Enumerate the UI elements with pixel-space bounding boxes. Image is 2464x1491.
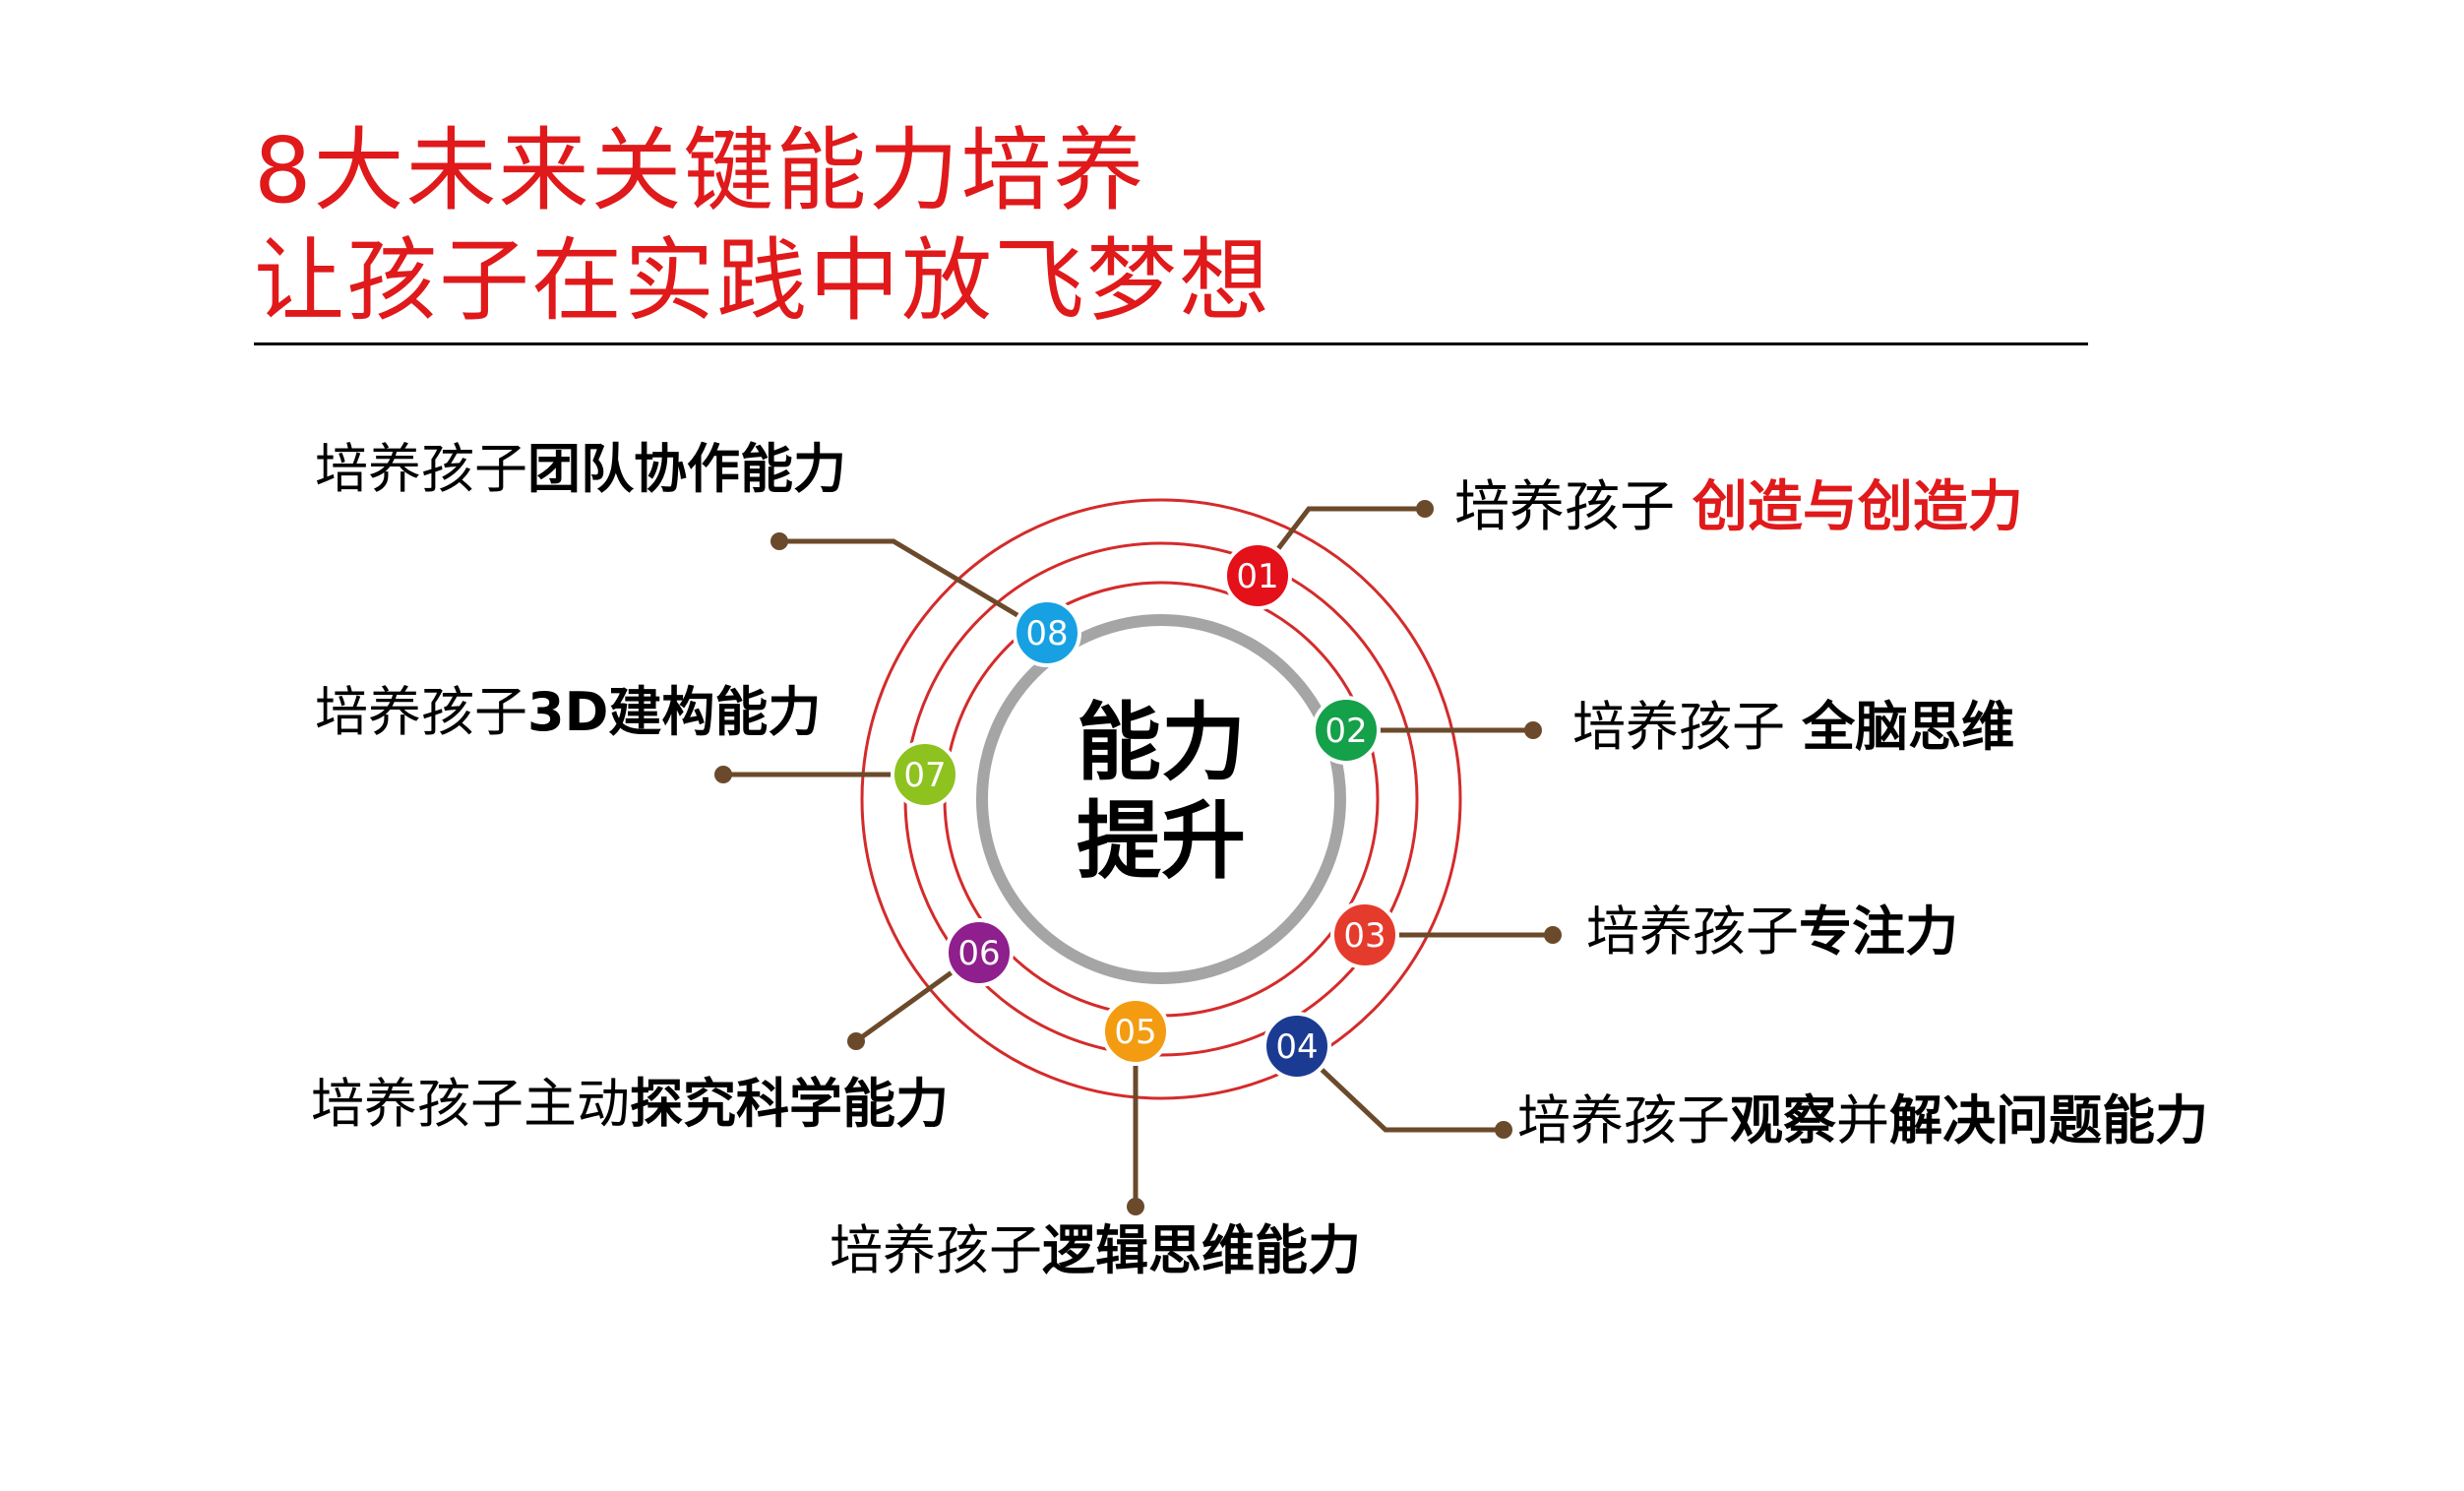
ability-caption-07: 培养孩子3D建构能力 (315, 686, 821, 739)
connector-end-dot-04 (1495, 1121, 1512, 1139)
connector-end-dot-01 (1416, 500, 1434, 518)
ability-caption-06: 培养孩子主动探究科学能力 (311, 1078, 949, 1131)
caption-keyword: 全脑思维 (1802, 696, 2015, 758)
node-03 (1330, 901, 1399, 969)
center-label-line-2: 提升 (1077, 792, 1246, 891)
caption-keyword: 3D建构能力 (527, 681, 822, 743)
caption-keyword: 观察 (1730, 1089, 1836, 1151)
connector-end-dot-07 (714, 766, 732, 783)
outer-ring-1 (860, 498, 1462, 1100)
node-number-07: 07 (903, 756, 946, 795)
center-ring (976, 614, 1346, 984)
connector-04 (1295, 1044, 1504, 1133)
node-number-01: 01 (1236, 557, 1278, 596)
caption-keyword: 逻辑思维能力 (1042, 1219, 1361, 1281)
caption-prefix: 培养孩子 (315, 681, 527, 743)
caption-prefix: 培养孩子 (830, 1219, 1042, 1281)
caption-keyword: 团队协作能力 (527, 438, 846, 500)
ability-caption-02: 培养孩子 全脑思维 (1572, 701, 2014, 754)
title-divider (254, 342, 2088, 345)
title-line-2: 让孩子在实践中放飞梦想 (254, 228, 1272, 334)
ability-caption-05: 培养孩子逻辑思维能力 (830, 1224, 1361, 1277)
caption-keyword: 专注力 (1799, 901, 1958, 963)
node-number-03: 03 (1343, 916, 1386, 956)
caption-prefix: 培养孩子 (1517, 1089, 1730, 1151)
node-number-05: 05 (1114, 1013, 1156, 1052)
ability-caption-03: 培养孩子专注力 (1586, 905, 1958, 959)
ability-nodes: 01 02 03 04 05 06 07 08 (891, 541, 1399, 1081)
node-07 (891, 740, 959, 809)
node-number-06: 06 (957, 934, 1000, 973)
caption-prefix: 培养孩子 (1572, 696, 1803, 758)
node-04 (1263, 1012, 1331, 1081)
ability-caption-01: 培养孩子 创造与创造力 (1454, 480, 2023, 535)
connector-end-dot-05 (1127, 1198, 1144, 1215)
ability-caption-08: 培养孩子团队协作能力 (315, 443, 846, 496)
caption-keyword: 探究科学能力 (630, 1073, 949, 1135)
node-number-02: 02 (1324, 712, 1367, 751)
caption-prefix: 培养孩子 (1454, 475, 1693, 539)
connector-08 (779, 538, 1049, 636)
caption-keyword-2: 解决问题能力 (1889, 1089, 2208, 1151)
node-number-08: 08 (1025, 614, 1068, 653)
caption-prefix: 培养孩子 (1586, 901, 1799, 963)
ability-caption-04: 培养孩子观察并解决问题能力 (1517, 1094, 2208, 1148)
node-06 (945, 918, 1014, 987)
connector-end-dot-06 (847, 1032, 865, 1050)
connector-end-dot-03 (1544, 926, 1562, 944)
node-05 (1101, 997, 1170, 1066)
caption-prefix: 培养孩子 (315, 438, 527, 500)
connector-end-dot-08 (770, 532, 788, 550)
caption-connector-word: 并 (1836, 1089, 1889, 1151)
node-01 (1223, 541, 1292, 610)
caption-prefix: 培养孩子主动 (311, 1073, 630, 1135)
connector-end-dot-02 (1524, 721, 1542, 739)
center-label-line-1: 能力 (1077, 694, 1246, 792)
node-number-04: 04 (1275, 1027, 1318, 1067)
caption-keyword: 创造与创造力 (1692, 475, 2023, 539)
title-line-1: 8大未来关键能力培养 (254, 118, 1146, 223)
node-02 (1312, 696, 1381, 765)
node-08 (1013, 598, 1081, 667)
